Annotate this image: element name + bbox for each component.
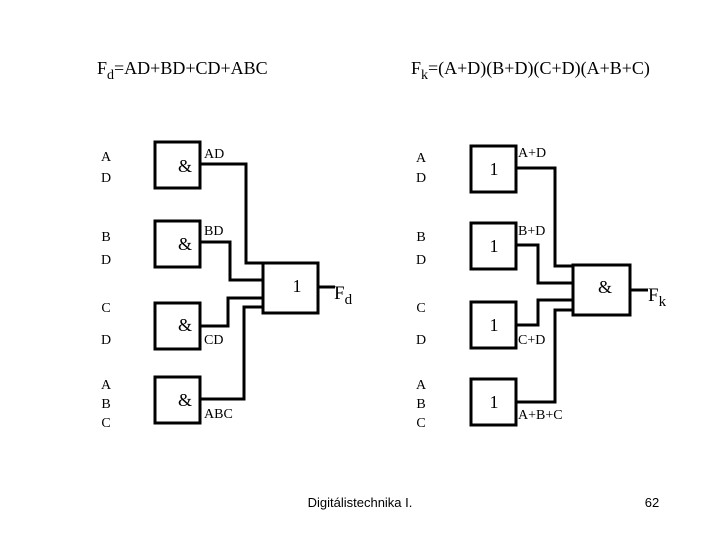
wire-a-or-b-or-c <box>516 308 573 404</box>
right-circuit: 1 1 1 1 & A D B D C D A B C A+D B+D C+D … <box>416 144 667 431</box>
or-symbol: 1 <box>490 315 499 335</box>
or-gate-b-d <box>469 221 518 271</box>
or-symbol: 1 <box>490 159 499 179</box>
input-label: D <box>101 253 111 268</box>
wire-ad <box>200 162 263 265</box>
and-gate-abc <box>153 375 202 425</box>
and-gate-bd <box>153 219 202 269</box>
or-gate-a-b-c <box>469 377 518 427</box>
input-label: A <box>101 150 112 165</box>
input-label: C <box>101 416 110 431</box>
wire-c-or-d <box>516 298 573 327</box>
footer-title: Digitálistechnika I. <box>308 495 413 510</box>
or-gate-fd <box>261 261 320 315</box>
wire-abc <box>200 305 263 401</box>
gate-output-label: AD <box>204 147 224 162</box>
input-label: B <box>416 230 425 245</box>
input-label: B <box>101 230 110 245</box>
wire-a-or-d <box>516 166 573 268</box>
input-label: A <box>416 151 427 166</box>
gate-output-label: C+D <box>518 333 545 348</box>
and-symbol: & <box>178 390 192 410</box>
input-label: C <box>416 416 425 431</box>
and-gate-cd <box>153 301 202 351</box>
and-symbol: & <box>598 277 612 297</box>
and-gate-fk <box>571 263 632 317</box>
or-symbol: 1 <box>490 236 499 256</box>
input-label: D <box>416 171 426 186</box>
input-label: D <box>101 333 111 348</box>
or-gate-c-d <box>469 300 518 350</box>
wire-cd <box>200 296 263 328</box>
gate-output-label: A+D <box>518 146 546 161</box>
or-symbol: 1 <box>490 392 499 412</box>
input-label: B <box>416 397 425 412</box>
input-label: B <box>101 397 110 412</box>
input-label: C <box>101 301 110 316</box>
input-label: A <box>101 378 112 393</box>
wire-b-or-d <box>516 243 573 285</box>
fk-output-label: Fk <box>648 285 667 310</box>
gate-output-label: BD <box>204 224 223 239</box>
wire-bd <box>200 240 263 282</box>
fd-output-label: Fd <box>334 283 353 308</box>
input-label: D <box>416 333 426 348</box>
input-label: D <box>416 253 426 268</box>
input-label: D <box>101 171 111 186</box>
fk-formula: Fk=(A+D)(B+D)(C+D)(A+B+C) <box>411 58 650 83</box>
or-symbol: 1 <box>293 276 302 296</box>
gate-output-label: CD <box>204 333 223 348</box>
input-label: C <box>416 301 425 316</box>
and-symbol: & <box>178 315 192 335</box>
gate-output-label: ABC <box>204 407 233 422</box>
gate-output-label: A+B+C <box>518 408 563 423</box>
and-gate-ad <box>153 140 202 190</box>
or-gate-a-d <box>469 144 518 194</box>
page-number: 62 <box>645 495 659 510</box>
fd-formula: Fd=AD+BD+CD+ABC <box>97 58 268 83</box>
and-symbol: & <box>178 234 192 254</box>
left-circuit: & & & & 1 A D B D C D A B C AD BD CD ABC… <box>101 140 353 431</box>
input-label: A <box>416 378 427 393</box>
gate-output-label: B+D <box>518 224 545 239</box>
and-symbol: & <box>178 156 192 176</box>
